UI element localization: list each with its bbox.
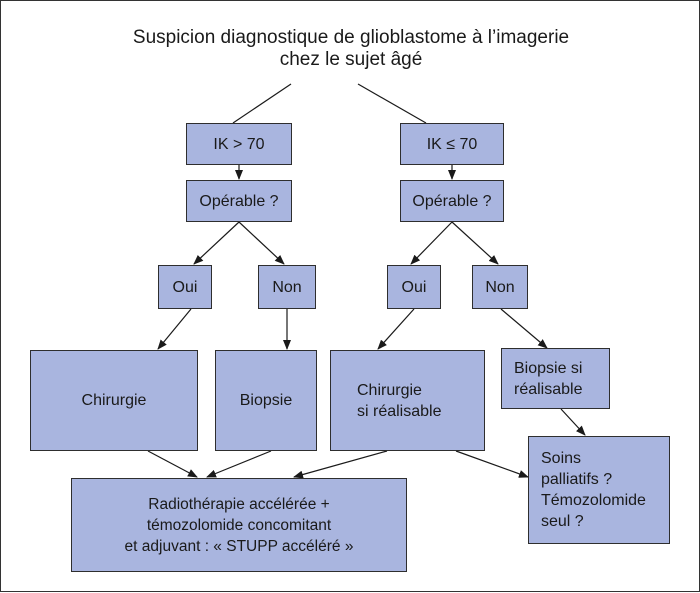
node-chirurgie: Chirurgie bbox=[30, 350, 198, 451]
node-operable-left: Opérable ? bbox=[186, 180, 292, 222]
arrow-biopsie-si-to-soins bbox=[560, 408, 586, 436]
node-biopsie: Biopsie bbox=[215, 350, 317, 451]
node-oui-right-label: Oui bbox=[401, 278, 427, 296]
diagram-title: Suspicion diagnostique de glioblastome à… bbox=[1, 27, 700, 71]
arrow-operable-right-to-non bbox=[451, 221, 499, 265]
arrow-chirurgie-to-radiotherapie bbox=[147, 450, 198, 478]
connector-title-to-ik-high bbox=[232, 83, 292, 124]
node-oui-right: Oui bbox=[387, 265, 441, 309]
title-line-1: Suspicion diagnostique de glioblastome à… bbox=[132, 27, 570, 48]
arrow-non-right-to-biopsie-si bbox=[500, 308, 548, 349]
arrow-operable-left-to-oui bbox=[193, 221, 240, 265]
node-soins-palliatifs: Soins palliatifs ? Témozolomide seul ? bbox=[528, 436, 670, 544]
arrow-operable-right-to-oui bbox=[410, 221, 453, 265]
node-ik-high: IK > 70 bbox=[186, 123, 292, 165]
arrow-chirurgie-si-to-radiotherapie bbox=[293, 450, 388, 479]
arrow-oui-left-to-chirurgie bbox=[157, 308, 192, 350]
node-chirurgie-si-realisable: Chirurgie si réalisable bbox=[330, 350, 485, 451]
node-biopsie-si-realisable: Biopsie si réalisable bbox=[501, 348, 610, 409]
node-soins-line-4: seul ? bbox=[541, 513, 584, 530]
node-biopsie-label: Biopsie bbox=[239, 392, 293, 409]
node-radiotherapie: Radiothérapie accélérée + témozolomide c… bbox=[71, 478, 407, 572]
node-operable-left-label: Opérable ? bbox=[199, 192, 279, 210]
node-non-left-label: Non bbox=[272, 278, 302, 296]
node-non-left: Non bbox=[258, 265, 316, 309]
node-chirurgie-si-line-2: si réalisable bbox=[357, 402, 442, 420]
node-ik-high-label: IK > 70 bbox=[213, 135, 265, 153]
title-line-2: chez le sujet âgé bbox=[279, 49, 423, 70]
node-soins-line-3: Témozolomide bbox=[541, 492, 646, 509]
node-oui-left-label: Oui bbox=[172, 278, 198, 296]
node-operable-right: Opérable ? bbox=[400, 180, 504, 222]
node-ik-low-label: IK ≤ 70 bbox=[426, 135, 478, 153]
arrow-oui-right-to-chirurgie-si bbox=[377, 308, 415, 350]
node-chirurgie-label: Chirurgie bbox=[81, 392, 147, 409]
node-radiotherapie-line-1: Radiothérapie accélérée + bbox=[148, 495, 330, 513]
arrow-operable-left-to-non bbox=[238, 221, 285, 265]
node-radiotherapie-line-3: et adjuvant : « STUPP accéléré » bbox=[124, 537, 354, 555]
node-non-right-label: Non bbox=[485, 278, 515, 296]
node-radiotherapie-line-2: témozolomide concomitant bbox=[146, 516, 332, 534]
node-oui-left: Oui bbox=[158, 265, 212, 309]
arrow-biopsie-to-radiotherapie bbox=[206, 450, 272, 478]
connector-title-to-ik-low bbox=[357, 83, 427, 124]
node-non-right: Non bbox=[472, 265, 528, 309]
arrow-chirurgie-si-to-soins bbox=[455, 450, 529, 478]
node-chirurgie-si-line-1: Chirurgie bbox=[357, 381, 422, 399]
node-biopsie-si-line-1: Biopsie si bbox=[514, 359, 583, 377]
node-ik-low: IK ≤ 70 bbox=[400, 123, 504, 165]
node-soins-line-1: Soins bbox=[541, 450, 582, 467]
node-operable-right-label: Opérable ? bbox=[412, 192, 492, 210]
node-biopsie-si-line-2: réalisable bbox=[514, 380, 583, 398]
node-soins-line-2: palliatifs ? bbox=[541, 471, 613, 488]
